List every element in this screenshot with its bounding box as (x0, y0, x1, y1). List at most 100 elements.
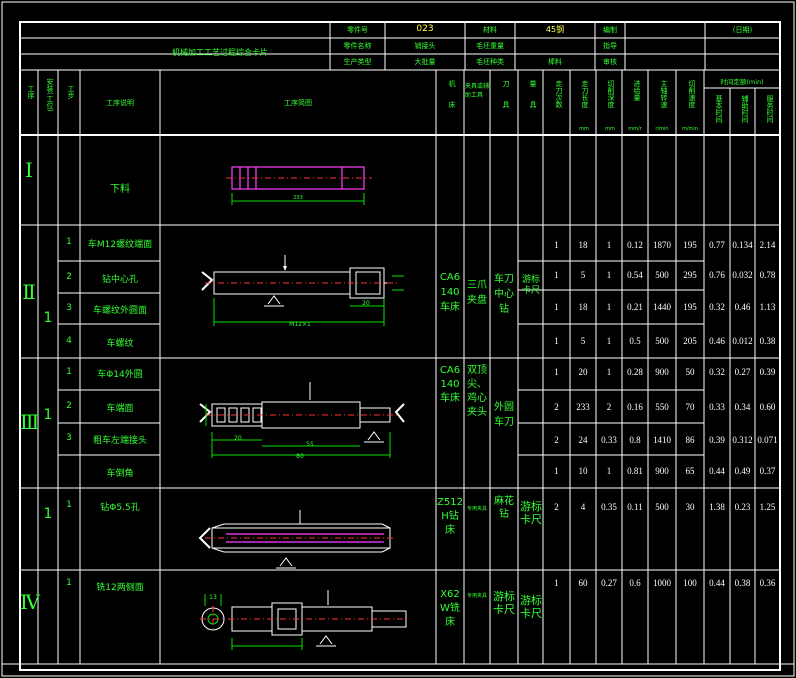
cell: 10 (578, 466, 588, 476)
cell: 20 (578, 367, 588, 377)
cell: 900 (655, 367, 669, 377)
cell: 233 (576, 402, 590, 412)
sketch-drilling (198, 510, 396, 569)
cell: 0.35 (601, 502, 617, 512)
cell: 0.071 (757, 435, 778, 445)
cell: 0.39 (759, 367, 776, 377)
cell: 4 (580, 502, 586, 512)
s4-machine: Z512H钻床 (437, 497, 463, 536)
dim-thread: 20 (362, 300, 370, 307)
cell: 2 (554, 402, 559, 412)
section-1-number: Ⅰ (25, 158, 33, 182)
cell: 0.76 (709, 270, 725, 280)
cell: 0.28 (627, 367, 643, 377)
s4-install: 1 (43, 506, 53, 522)
cell: 0.33 (601, 435, 617, 445)
col-speed: 切削速度 (688, 80, 696, 108)
cell: 1 (554, 240, 559, 250)
s5-tool: 游标卡尺 (493, 590, 515, 616)
col-depth: 切削深度 (607, 80, 615, 108)
cell: 100 (683, 578, 697, 588)
s4-desc: 钻Φ5.5孔 (100, 503, 140, 513)
col-desc: 工序说明 (106, 99, 134, 107)
section-3-install: 1 (43, 407, 53, 423)
s5-step-no: 1 (66, 578, 72, 588)
cell: 18 (578, 302, 588, 312)
unit-feed: mm/r (628, 126, 642, 132)
label-blank-type: 毛坯种类 (476, 58, 504, 66)
frame-border (19, 21, 781, 671)
value-part-name: 销接头 (414, 42, 436, 50)
cell: 0.8 (629, 435, 641, 445)
cell: 0.78 (759, 270, 776, 280)
col-length: 走刀长度 (581, 80, 589, 108)
cell: 0.6 (629, 578, 641, 588)
cell: 0.54 (627, 270, 643, 280)
sketch-milling: 13 (200, 590, 410, 650)
label-part-no: 零件号 (347, 26, 368, 34)
cell: 0.32 (709, 302, 725, 312)
s2-step1-desc: 车M12螺纹端面 (87, 240, 153, 250)
col-service-time: 服务时间 (766, 95, 774, 123)
cell: 1870 (653, 240, 671, 250)
col-gauge: 量具 (529, 80, 537, 122)
col-tool: 刀具 (502, 80, 510, 122)
col-install: 安装(工位) (46, 78, 54, 112)
label-blank-weight: 毛坯重量 (476, 42, 504, 50)
cell: 1 (606, 336, 612, 346)
cell: 1 (554, 466, 559, 476)
cell: 2 (554, 435, 559, 445)
sketch-stock: 233 (226, 166, 372, 205)
cell: 1.13 (759, 302, 776, 312)
cell: 0.27 (734, 367, 751, 377)
cell: 0.34 (734, 402, 751, 412)
col-machine: 机床 (448, 80, 456, 122)
cell: 0.032 (732, 270, 753, 280)
label-compiled: 编制 (603, 26, 617, 34)
cell: 0.23 (734, 502, 751, 512)
section-4-number: Ⅳ (20, 590, 40, 614)
cell: 2.14 (759, 240, 776, 250)
header-grid (20, 22, 780, 71)
label-production-type: 生产类型 (343, 58, 372, 66)
cell: 550 (655, 402, 669, 412)
unit-depth: mm (605, 126, 615, 132)
cell: 1 (554, 270, 559, 280)
cell: 0.38 (759, 336, 776, 346)
cell: 86 (685, 435, 695, 445)
cell: 0.11 (627, 502, 643, 512)
cell: 0.46 (709, 336, 725, 346)
s3-step3-no: 3 (66, 433, 72, 443)
cell: 0.77 (709, 240, 725, 250)
s4-tool: 麻花钻 (494, 496, 514, 520)
cell: 70 (685, 402, 695, 412)
cell: 24 (578, 435, 588, 445)
cell: 205 (683, 336, 697, 346)
section-grid (20, 224, 780, 571)
s3-step4-desc: 车倒角 (106, 469, 134, 479)
cell: 1 (606, 302, 612, 312)
s5-fixture: 专用夹具 (466, 593, 487, 599)
cell: 1 (606, 466, 612, 476)
cell: 0.12 (627, 240, 643, 250)
cell: 0.32 (709, 367, 725, 377)
cell: 1410 (653, 435, 671, 445)
section-2-number: Ⅱ (22, 280, 36, 304)
label-review: 审核 (603, 58, 617, 66)
cell: 0.38 (734, 578, 751, 588)
s3-step3-desc: 粗车左端接头 (92, 436, 147, 446)
cell: 65 (685, 466, 695, 476)
col-spindle: 主轴转速 (660, 80, 668, 108)
col-feed: 进给量 (633, 80, 641, 101)
cell: 0.312 (732, 435, 753, 445)
cell: 1 (554, 336, 559, 346)
cell: 195 (683, 240, 697, 250)
s2-step4-desc: 车螺纹 (106, 339, 134, 349)
s3-machine: CA6140车床 (439, 365, 461, 404)
svg-text:233: 233 (293, 195, 303, 201)
cell: 30 (685, 502, 695, 512)
value-material: 45钢 (545, 25, 565, 34)
cell: 0.27 (601, 578, 617, 588)
